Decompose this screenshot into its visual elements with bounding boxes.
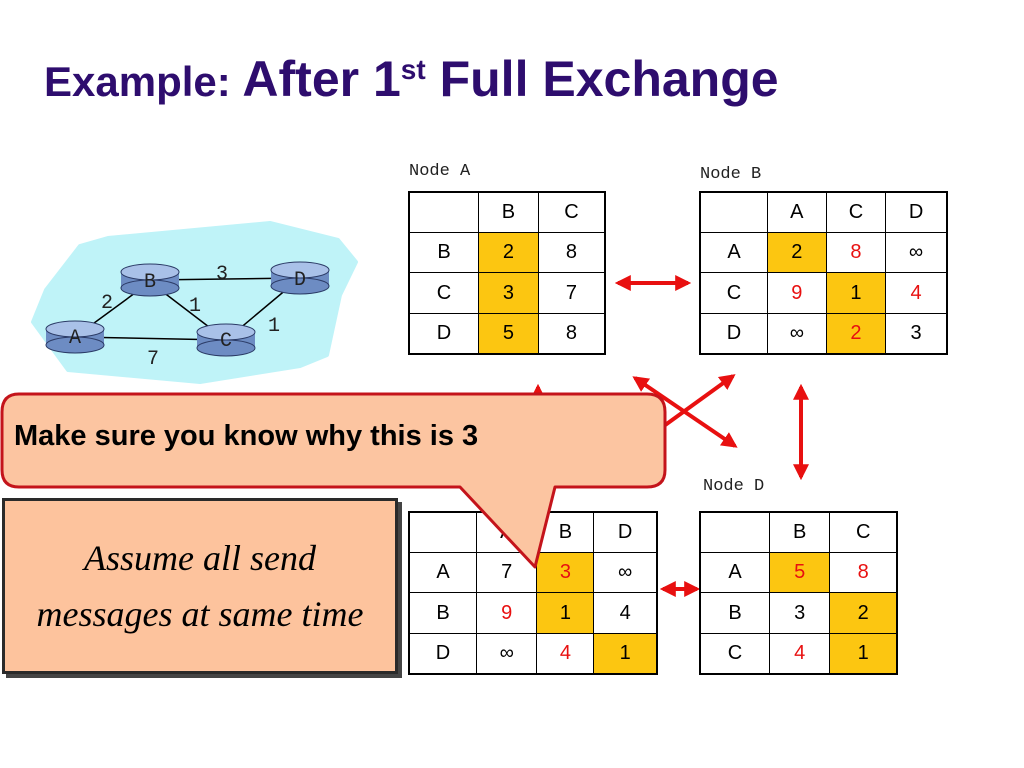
title-prefix: Example: bbox=[44, 58, 243, 105]
col-header: C bbox=[829, 511, 898, 554]
row-header: A bbox=[699, 552, 770, 594]
node-d-label: Node D bbox=[703, 477, 765, 496]
table-cell: ∞ bbox=[475, 632, 538, 675]
router-node-c: C bbox=[196, 323, 256, 357]
edge-cost-b-c: 1 bbox=[189, 295, 201, 318]
edge-cost-a-c: 7 bbox=[147, 348, 159, 371]
table-cell: 4 bbox=[768, 632, 831, 675]
table-cell: 3 bbox=[885, 312, 948, 355]
title-sup: st bbox=[400, 54, 426, 85]
table-cell: 9 bbox=[767, 272, 827, 314]
node-d-text: D bbox=[294, 269, 306, 292]
table-cell: 8 bbox=[537, 232, 606, 274]
table-cell: 4 bbox=[593, 592, 658, 634]
table-cell: 3 bbox=[768, 592, 831, 634]
table-cell: 1 bbox=[825, 272, 887, 314]
node-b-label: Node B bbox=[700, 165, 762, 184]
edge-cost-a-b: 2 bbox=[101, 292, 113, 315]
table-cell: 1 bbox=[593, 632, 658, 675]
table-cell: 2 bbox=[478, 232, 539, 274]
row-header: D bbox=[408, 312, 479, 355]
distance-table-node-b: A C D A 2 8 ∞ C 9 1 4 D ∞ 2 3 bbox=[699, 191, 948, 355]
table-cell: 5 bbox=[478, 312, 539, 355]
col-header: B bbox=[478, 191, 539, 234]
router-node-a: A bbox=[45, 320, 105, 354]
row-header: D bbox=[408, 632, 477, 675]
col-header: D bbox=[885, 191, 948, 234]
col-header: C bbox=[825, 191, 887, 234]
row-header: C bbox=[699, 272, 768, 314]
row-header: B bbox=[408, 592, 477, 634]
assume-note-box: Assume all send messages at same time bbox=[2, 498, 398, 674]
table-cell: 5 bbox=[768, 552, 831, 594]
row-header: B bbox=[699, 592, 770, 634]
slide-title: Example: After 1st Full Exchange bbox=[44, 50, 779, 120]
table-corner bbox=[699, 511, 770, 554]
table-cell: 4 bbox=[536, 632, 595, 675]
row-header: A bbox=[699, 232, 768, 274]
assume-note-text: Assume all send messages at same time bbox=[36, 538, 364, 634]
distance-table-node-d: B C A 5 8 B 3 2 C 4 1 bbox=[699, 511, 898, 675]
table-cell: 2 bbox=[825, 312, 887, 355]
network-cloud bbox=[31, 221, 358, 384]
router-node-d: D bbox=[270, 261, 330, 295]
table-cell: 2 bbox=[767, 232, 827, 274]
node-b-text: B bbox=[144, 271, 156, 294]
distance-table-node-c: A B D A 7 3 ∞ B 9 1 4 D ∞ 4 1 bbox=[408, 511, 658, 675]
edge-cost-b-d: 3 bbox=[216, 263, 228, 286]
table-cell: 1 bbox=[536, 592, 595, 634]
distance-table-node-a: B C B 2 8 C 3 7 D 5 8 bbox=[408, 191, 606, 355]
table-corner bbox=[408, 511, 477, 554]
table-corner bbox=[699, 191, 768, 234]
table-cell: 1 bbox=[829, 632, 898, 675]
table-cell: 7 bbox=[537, 272, 606, 314]
node-a-label: Node A bbox=[409, 162, 471, 181]
table-cell: 2 bbox=[829, 592, 898, 634]
table-cell: 3 bbox=[478, 272, 539, 314]
router-node-b: B bbox=[120, 263, 180, 297]
node-a-text: A bbox=[69, 327, 81, 350]
col-header: B bbox=[768, 511, 831, 554]
row-header: D bbox=[699, 312, 768, 355]
row-header: C bbox=[699, 632, 770, 675]
table-cell: 4 bbox=[885, 272, 948, 314]
callout-text: Make sure you know why this is 3 bbox=[14, 420, 479, 452]
title-main: After 1 bbox=[242, 51, 401, 107]
table-cell: 8 bbox=[825, 232, 887, 274]
table-cell: 8 bbox=[537, 312, 606, 355]
title-suffix: Full Exchange bbox=[425, 51, 779, 107]
table-cell: ∞ bbox=[885, 232, 948, 274]
col-header: D bbox=[593, 511, 658, 554]
row-header: C bbox=[408, 272, 479, 314]
table-cell: 3 bbox=[536, 552, 595, 594]
table-cell: 9 bbox=[475, 592, 538, 634]
node-c-text: C bbox=[220, 330, 232, 353]
edge-cost-c-d: 1 bbox=[268, 315, 280, 338]
table-corner bbox=[408, 191, 479, 234]
